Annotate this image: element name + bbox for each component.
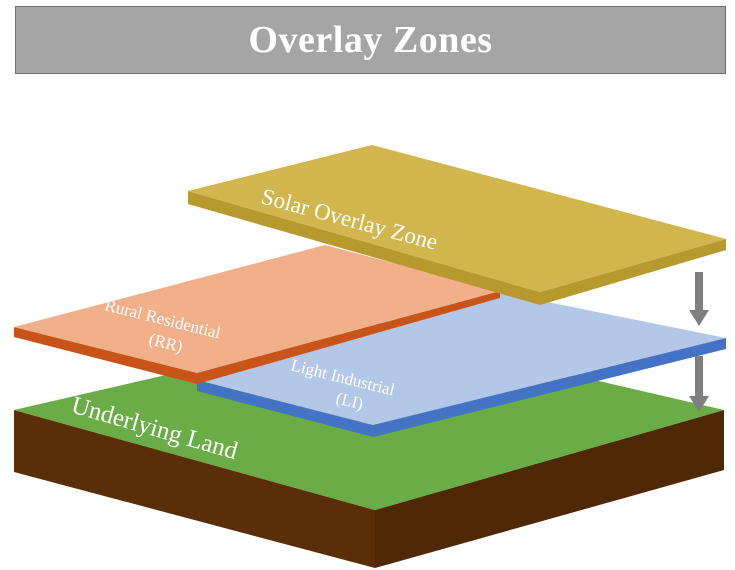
- rr-edge: [14, 291, 500, 384]
- solar-top-face: [188, 145, 726, 292]
- arrow-solar-to-zones: [689, 272, 709, 326]
- arrow-head-icon: [689, 310, 709, 326]
- diagram-title: Overlay Zones: [248, 19, 493, 61]
- arrow-shaft: [695, 272, 703, 310]
- rr-top-face: [14, 245, 500, 373]
- arrow-head-icon: [689, 396, 709, 412]
- light-industrial-layer: Light Industrial (LI): [197, 292, 726, 437]
- land-right-face: [375, 410, 724, 568]
- title-bar: Overlay Zones: [15, 6, 726, 74]
- rural-residential-layer: Rural Residential (RR): [14, 245, 500, 384]
- land-left-face: [14, 410, 375, 568]
- li-top-face: [197, 292, 726, 425]
- arrow-shaft: [695, 356, 703, 396]
- arrow-zones-to-land: [689, 356, 709, 412]
